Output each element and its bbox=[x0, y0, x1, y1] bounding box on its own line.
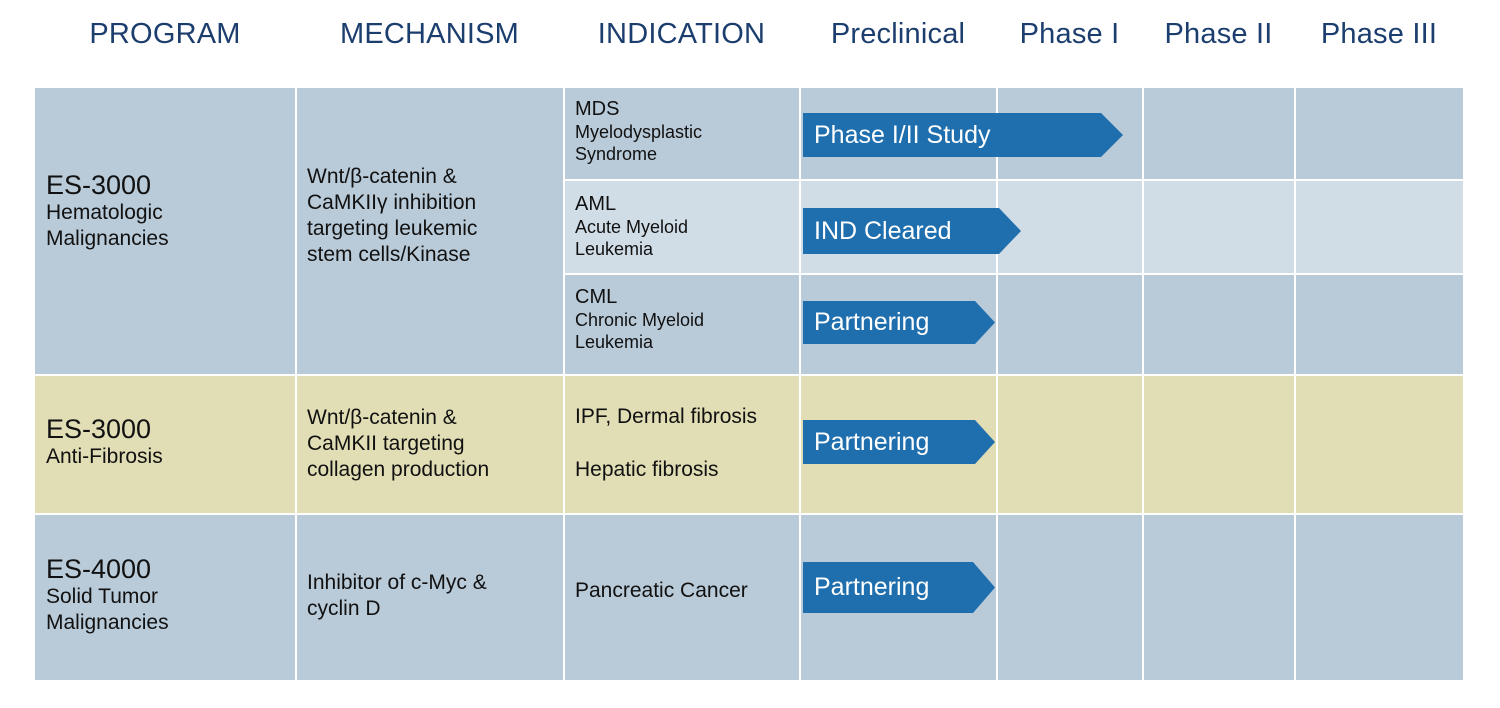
program-area: Hematologic bbox=[46, 201, 163, 224]
arrow-shape bbox=[803, 562, 995, 613]
program-cell: ES-3000 Anti-Fibrosis bbox=[46, 414, 163, 470]
indication-full-name: Chronic Myeloid bbox=[575, 310, 705, 330]
divider bbox=[563, 88, 565, 680]
indication-cml: CML Chronic Myeloid Leukemia bbox=[575, 285, 704, 353]
row-solid-tumor-bg bbox=[35, 515, 1463, 680]
row-fibrosis-bg bbox=[35, 376, 1463, 514]
mechanism-line: Wnt/β-catenin & bbox=[307, 165, 457, 188]
indication-full-name: Syndrome bbox=[575, 144, 658, 164]
mechanism-line: stem cells/Kinase bbox=[307, 243, 471, 266]
mechanism-cell: Wnt/β-catenin & CaMKIIγ inhibition targe… bbox=[307, 164, 557, 268]
divider bbox=[996, 88, 998, 680]
mechanism-line: collagen production bbox=[307, 458, 490, 481]
program-cell: ES-3000 Hematologic Malignancies bbox=[46, 170, 169, 252]
mechanism-line: Wnt/β-catenin & bbox=[307, 406, 457, 429]
program-name: ES-3000 bbox=[46, 170, 152, 200]
indication-aml: AML Acute Myeloid Leukemia bbox=[575, 192, 688, 260]
program-area: Malignancies bbox=[46, 611, 169, 634]
arrow-shape bbox=[803, 208, 1021, 254]
status-label: IND Cleared bbox=[814, 216, 952, 245]
status-arrow-fibrosis: Partnering bbox=[803, 420, 995, 464]
status-label: Partnering bbox=[814, 427, 930, 456]
mechanism-line: CaMKIIγ inhibition bbox=[307, 191, 477, 214]
divider bbox=[564, 273, 1463, 275]
indication-hepatic: Hepatic fibrosis bbox=[575, 458, 719, 481]
mechanism-line: Inhibitor of c-Myc & bbox=[307, 571, 487, 594]
mechanism-line: targeting leukemic bbox=[307, 217, 478, 240]
arrow-shape bbox=[803, 301, 995, 344]
indication-full-name: Leukemia bbox=[575, 239, 654, 259]
mechanism-line: CaMKII targeting bbox=[307, 432, 465, 455]
divider bbox=[799, 88, 801, 680]
arrow-shape bbox=[803, 420, 995, 464]
status-arrow-cml: Partnering bbox=[803, 301, 995, 344]
header-mechanism: MECHANISM bbox=[339, 17, 520, 50]
indication-mds: MDS Myelodysplastic Syndrome bbox=[575, 97, 702, 165]
status-arrow-pancreatic: Partnering bbox=[803, 562, 995, 613]
status-label: Phase I/II Study bbox=[814, 120, 991, 149]
divider bbox=[564, 179, 1463, 181]
program-area: Solid Tumor bbox=[46, 585, 159, 608]
program-name: ES-3000 bbox=[46, 414, 152, 444]
divider bbox=[1142, 88, 1144, 680]
header-indication: INDICATION bbox=[597, 17, 766, 50]
status-label: Partnering bbox=[814, 308, 930, 336]
arrow-shape bbox=[803, 113, 1123, 157]
program-cell: ES-4000 Solid Tumor Malignancies bbox=[46, 554, 169, 636]
mechanism-cell: Inhibitor of c-Myc & cyclin D bbox=[307, 570, 557, 622]
mechanism-cell: Wnt/β-catenin & CaMKII targeting collage… bbox=[307, 405, 557, 483]
divider bbox=[1294, 88, 1296, 680]
status-arrow-mds: Phase I/II Study bbox=[803, 113, 1123, 157]
indication-pancreatic: Pancreatic Cancer bbox=[575, 579, 748, 602]
program-area: Malignancies bbox=[46, 227, 169, 250]
divider bbox=[35, 374, 1463, 376]
header-phase-1: Phase I bbox=[1019, 17, 1120, 50]
indication-code: CML bbox=[575, 286, 618, 308]
header-preclinical: Preclinical bbox=[830, 17, 966, 50]
header-phase-3: Phase III bbox=[1320, 17, 1438, 50]
header-phase-2: Phase II bbox=[1164, 17, 1273, 50]
program-area: Anti-Fibrosis bbox=[46, 445, 163, 468]
divider bbox=[35, 513, 1463, 515]
status-label: Partnering bbox=[814, 573, 930, 601]
status-arrow-aml: IND Cleared bbox=[803, 208, 1021, 254]
indication-ipf: IPF, Dermal fibrosis bbox=[575, 405, 758, 428]
indication-code: MDS bbox=[575, 98, 620, 120]
indication-code: AML bbox=[575, 193, 617, 215]
mechanism-line: cyclin D bbox=[307, 597, 381, 620]
indication-full-name: Leukemia bbox=[575, 332, 654, 352]
program-name: ES-4000 bbox=[46, 554, 152, 584]
indication-full-name: Myelodysplastic bbox=[575, 122, 703, 142]
indication-full-name: Acute Myeloid bbox=[575, 217, 689, 237]
divider bbox=[295, 88, 297, 680]
header-program: PROGRAM bbox=[89, 17, 241, 50]
